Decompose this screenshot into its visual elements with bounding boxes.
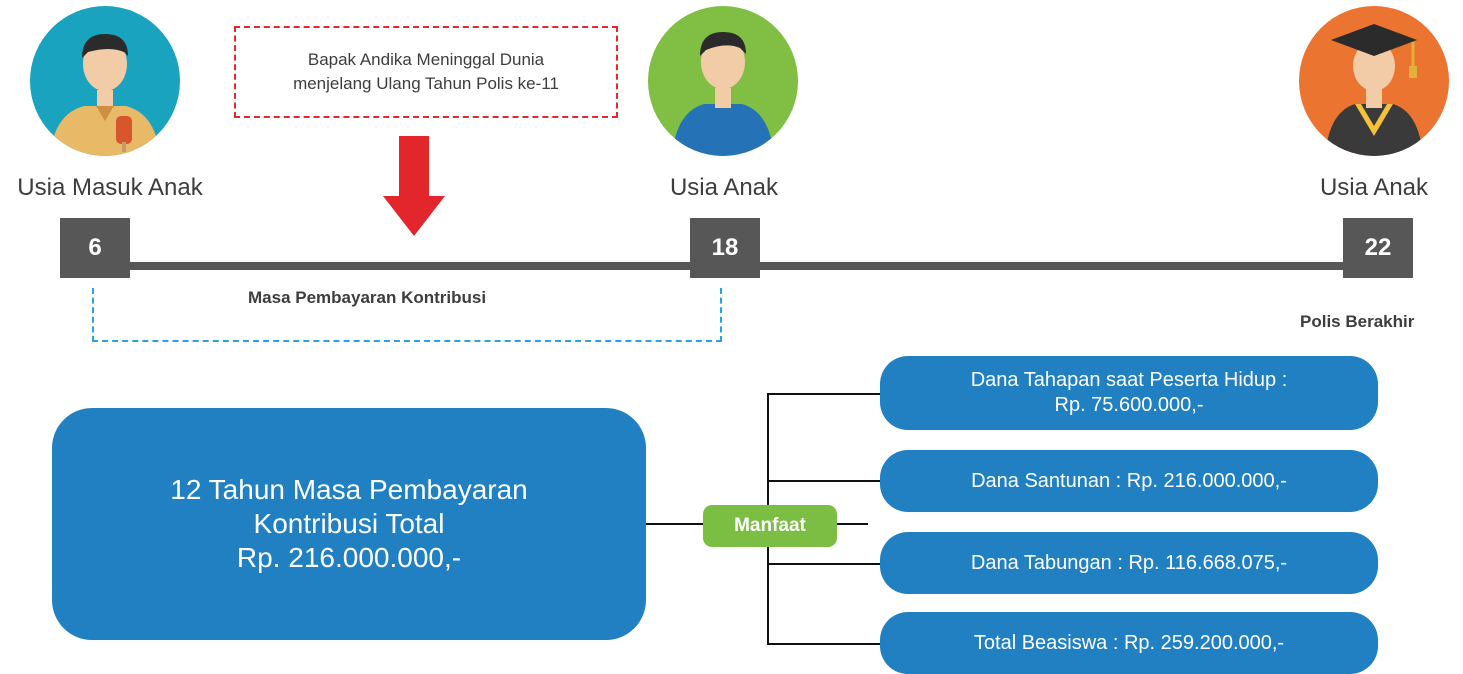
child-avatar-icon [30,6,180,156]
teen-avatar-icon [648,6,798,156]
benefit-box-santunan: Dana Santunan : Rp. 216.000.000,- [880,450,1378,512]
age-box-22: 22 [1343,218,1413,278]
benefit-box-beasiswa: Total Beasiswa : Rp. 259.200.000,- [880,612,1378,674]
down-arrow-icon [383,136,445,236]
payment-period-label: Masa Pembayaran Kontribusi [248,288,487,307]
benefit-beasiswa-text: Total Beasiswa : Rp. 259.200.000,- [973,631,1285,654]
connector-manfaat-tree [837,523,868,525]
benefit-box-tahapan: Dana Tahapan saat Peserta Hidup : Rp. 75… [880,356,1378,430]
age-box-18: 18 [690,218,760,278]
connector-branch-3 [767,563,880,565]
total-line3: Rp. 216.000.000,- [236,542,462,573]
benefit-santunan-text: Dana Santunan : Rp. 216.000.000,- [971,469,1287,492]
policy-end-label: Polis Berakhir [1300,312,1415,331]
death-note-line2: menjelang Ulang Tahun Polis ke-11 [293,74,559,93]
manfaat-badge: Manfaat [703,505,837,547]
age-label-entry: Usia Masuk Anak [17,174,203,201]
benefit-box-tabungan: Dana Tabungan : Rp. 116.668.075,- [880,532,1378,594]
age-box-6: 6 [60,218,130,278]
age-label-end: Usia Anak [1319,174,1429,201]
benefit-tabungan-text: Dana Tabungan : Rp. 116.668.075,- [970,551,1288,574]
benefit-tahapan-line1: Dana Tahapan saat Peserta Hidup : [970,369,1288,391]
total-line1: 12 Tahun Masa Pembayaran [170,474,528,505]
death-note-line1: Bapak Andika Meninggal Dunia [307,50,545,69]
benefit-tahapan-line2: Rp. 75.600.000,- [1054,394,1204,416]
payment-period-bracket [92,288,722,342]
connector-branch-1 [767,393,880,395]
connector-branch-2 [767,480,880,482]
total-line2: Kontribusi Total [253,508,445,539]
connector-total-manfaat [646,523,704,525]
death-note-box: Bapak Andika Meninggal Dunia menjelang U… [234,26,618,118]
graduate-avatar-icon [1299,6,1449,156]
total-contribution-box: 12 Tahun Masa Pembayaran Kontribusi Tota… [52,408,646,640]
age-label-mid: Usia Anak [669,174,779,201]
connector-branch-4 [767,643,880,645]
